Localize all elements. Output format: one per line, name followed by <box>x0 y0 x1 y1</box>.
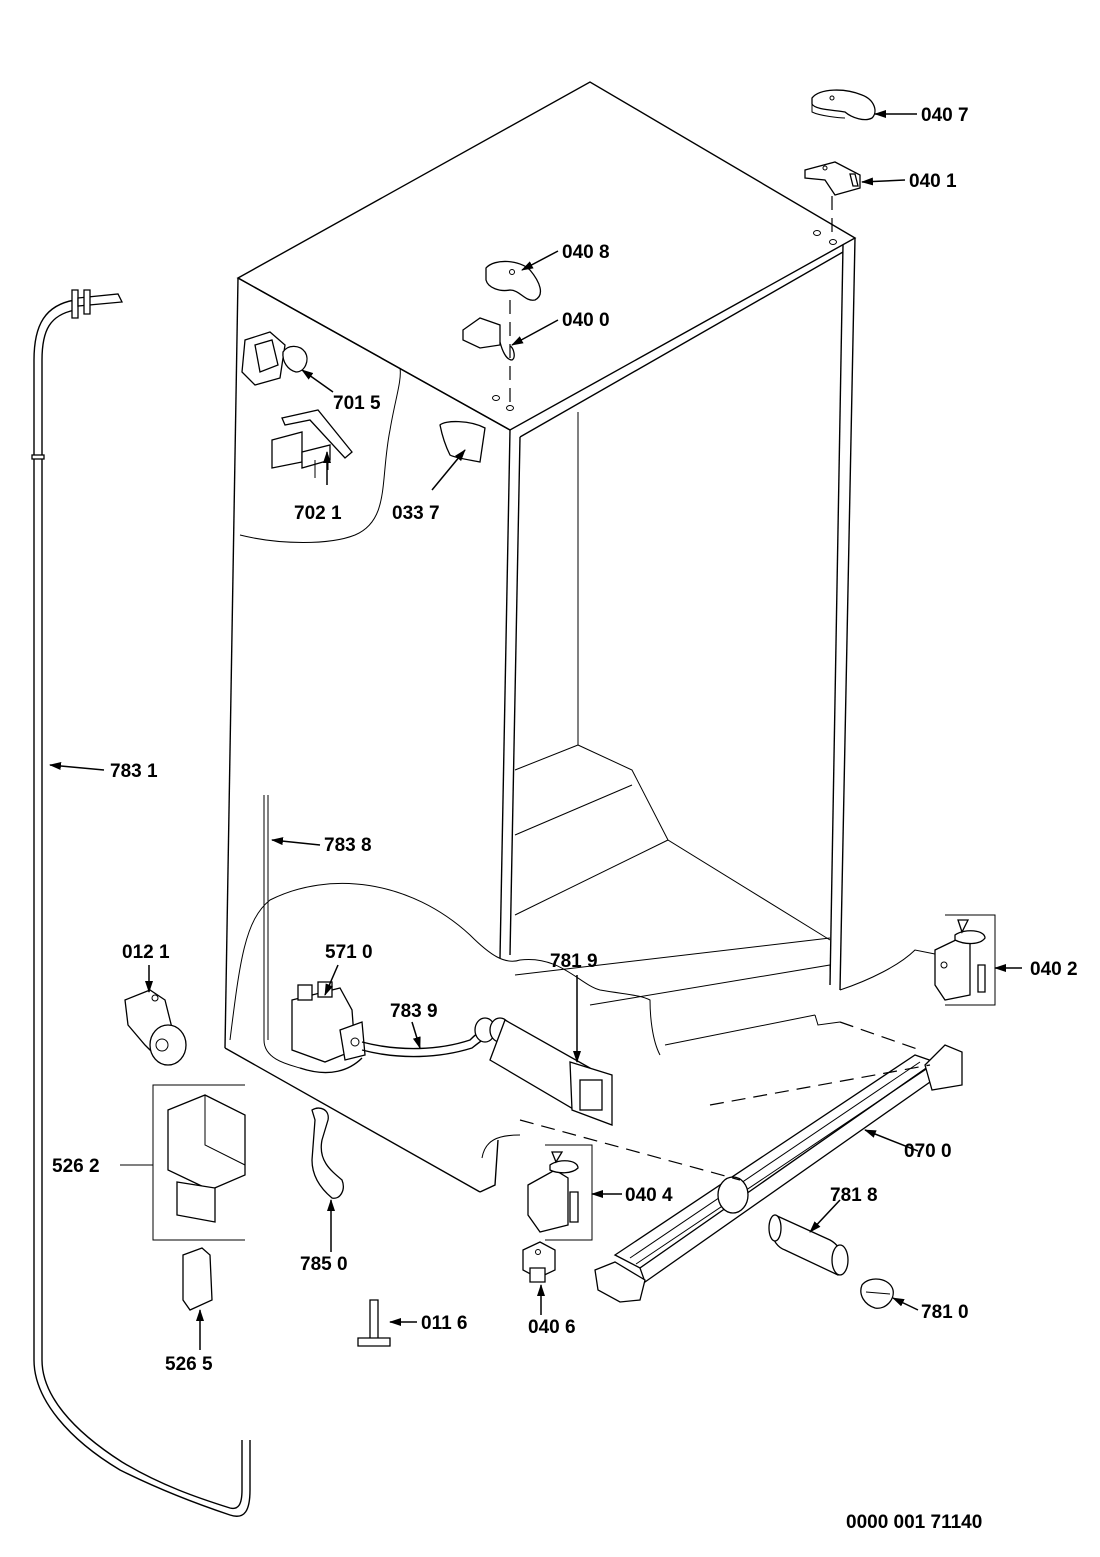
hinge-pin-block <box>522 1241 556 1283</box>
callout-040-0: 040 0 <box>562 310 610 331</box>
callout-526-5: 526 5 <box>165 1354 213 1375</box>
callout-781-9: 781 9 <box>550 951 598 972</box>
callout-783-8: 783 8 <box>324 835 372 856</box>
leveling-foot <box>357 1299 391 1347</box>
light-cover <box>439 420 486 463</box>
callout-011-6: 011 6 <box>421 1313 468 1334</box>
hinge-top-right <box>804 161 861 236</box>
water-tube-vertical <box>263 795 301 1069</box>
hinge-top-center <box>462 300 515 405</box>
callout-033-7: 033 7 <box>392 503 440 524</box>
leader-lines <box>49 110 1022 1350</box>
refrigerator-cabinet <box>224 81 941 1193</box>
control-cover <box>182 1247 213 1311</box>
callout-040-6: 040 6 <box>528 1317 576 1338</box>
thermostat-knob <box>241 331 308 386</box>
hinge-cover-top-center <box>485 260 542 301</box>
hinge-bottom-right <box>934 914 996 1006</box>
drain-hose <box>311 1107 344 1199</box>
callout-781-0: 781 0 <box>921 1302 969 1323</box>
water-hose-short <box>299 1017 511 1074</box>
callout-040-1: 040 1 <box>909 171 957 192</box>
control-box <box>152 1084 246 1241</box>
callout-040-2: 040 2 <box>1030 959 1078 980</box>
figure-number: 0000 001 71140 <box>846 1512 982 1533</box>
callout-785-0: 785 0 <box>300 1254 348 1275</box>
callout-571-0: 571 0 <box>325 942 373 963</box>
callout-040-4: 040 4 <box>625 1185 673 1206</box>
callout-526-2: 526 2 <box>52 1156 100 1177</box>
callout-783-1: 783 1 <box>110 761 158 782</box>
callout-781-8: 781 8 <box>830 1185 878 1206</box>
callout-070-0: 070 0 <box>904 1141 952 1162</box>
callout-040-8: 040 8 <box>562 242 610 263</box>
callout-783-9: 783 9 <box>390 1001 438 1022</box>
callout-701-5: 701 5 <box>333 393 381 414</box>
hinge-cover-top-right <box>811 89 876 121</box>
water-filter-cartridge <box>768 1214 849 1276</box>
callout-labels: 040 7 040 1 040 8 040 0 701 5 702 1 033 … <box>52 105 1078 1533</box>
hinge-bottom-center <box>527 1144 593 1241</box>
filter-cap <box>860 1278 894 1309</box>
front-roller <box>124 989 187 1066</box>
filter-housing <box>489 1019 613 1126</box>
light-bracket <box>271 409 353 478</box>
water-valve <box>291 981 366 1063</box>
callout-702-1: 702 1 <box>294 503 342 524</box>
callout-012-1: 012 1 <box>122 942 170 963</box>
callout-040-7: 040 7 <box>921 105 969 126</box>
water-tube-long <box>31 289 251 1517</box>
kickplate-grille <box>519 1021 963 1303</box>
